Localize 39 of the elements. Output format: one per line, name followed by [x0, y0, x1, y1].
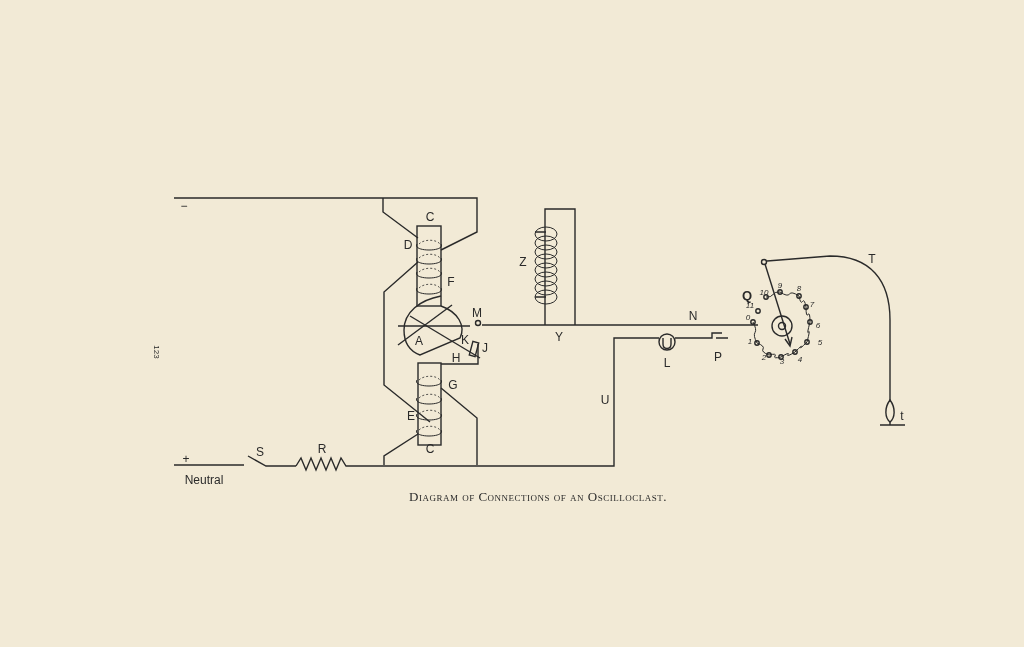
part-label: −	[180, 200, 188, 212]
part-label: H	[451, 352, 461, 364]
terminal-number: 8	[796, 285, 802, 293]
part-label: R	[317, 443, 327, 455]
part-label: J	[482, 342, 488, 354]
part-label: T	[868, 253, 876, 265]
part-label: D	[403, 239, 413, 251]
part-label: C	[425, 443, 435, 455]
terminal-number: 6	[815, 322, 821, 330]
terminal-number: 7	[809, 301, 815, 309]
terminal-number: 11	[745, 302, 755, 310]
part-label: 123	[152, 345, 160, 359]
part-label: N	[688, 310, 698, 322]
part-label: E	[407, 410, 415, 422]
part-label: P	[714, 351, 722, 363]
part-label: G	[448, 379, 458, 391]
terminal-number: 1	[747, 338, 753, 346]
part-label: +	[182, 453, 190, 465]
part-label: K	[461, 334, 469, 346]
terminal-number: 0	[745, 314, 751, 322]
caption: Diagram of Connections of an Oscilloclast.	[409, 489, 667, 505]
terminal-number: 3	[779, 358, 785, 366]
part-label: Neutral	[184, 474, 224, 486]
terminal-number: 9	[777, 282, 783, 290]
part-label: Z	[519, 256, 527, 268]
terminal-number: 2	[761, 354, 767, 362]
part-label: t	[900, 410, 904, 422]
part-label: L	[663, 357, 671, 369]
part-label: A	[415, 335, 423, 347]
part-label: C	[425, 211, 435, 223]
part-label: M	[472, 307, 482, 319]
terminal-number: 10	[759, 289, 769, 297]
terminal-number: 5	[817, 339, 823, 347]
part-label: Q	[741, 288, 753, 302]
part-label: Y	[555, 331, 563, 343]
part-label: F	[447, 276, 455, 288]
part-label: S	[256, 446, 264, 458]
part-label: U	[600, 394, 610, 406]
terminal-number: 4	[797, 356, 803, 364]
